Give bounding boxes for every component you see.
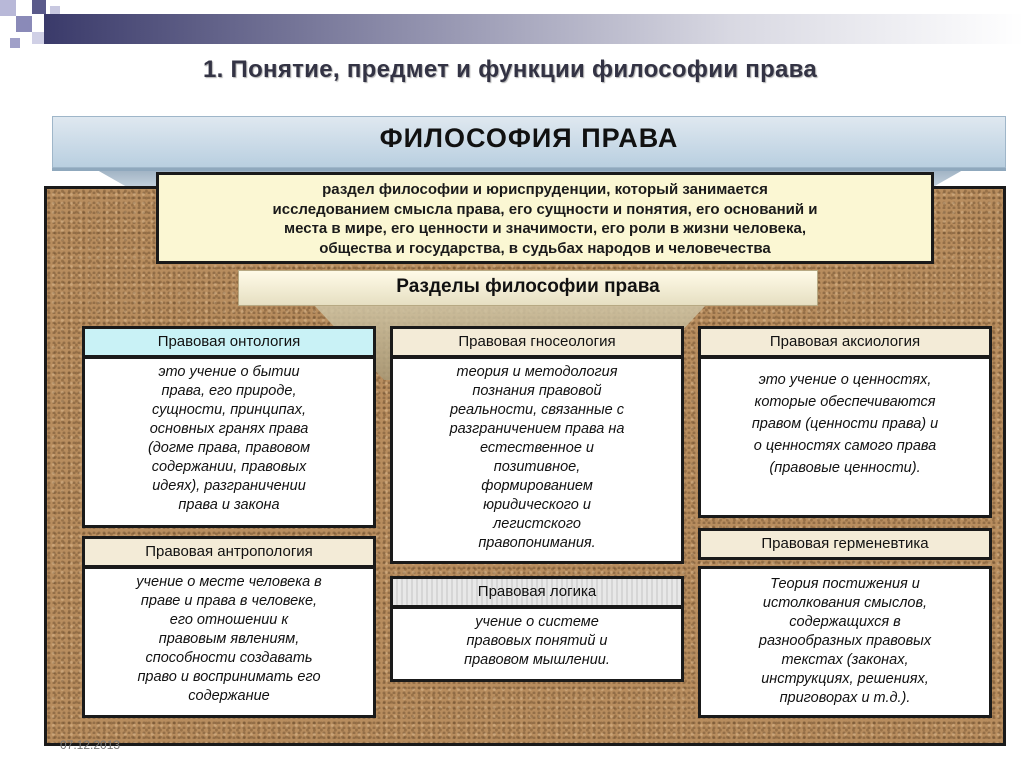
epistemology-text: теория и методология познания правовой р… [390,356,684,564]
text-line: право и воспринимать его [137,669,321,685]
text-line: (правовые ценности). [769,460,921,476]
epistemology-title: Правовая гносеология [390,326,684,358]
text-line: о ценностях самого права [753,438,937,454]
text-line: сущности, принципах, [152,402,306,418]
banner: ФИЛОСОФИЯ ПРАВА [52,116,1006,168]
text-line: его отношении к [169,612,289,628]
text-line: разнообразных правовых [758,633,932,649]
text-line: приговорах и т.д.). [779,690,911,706]
text-line: это учение о ценностях, [758,372,932,388]
slide-date: 07.12.2013 [60,738,121,752]
text-line: познания правовой [472,383,602,399]
anthropology-title: Правовая антропология [82,536,376,568]
text-line: учение о месте человека в [136,574,322,590]
text-line: (догме права, правовом [147,440,311,456]
definition-line: общества и государства, в судьбах народо… [319,239,771,257]
axiology-title: Правовая аксиология [698,326,992,358]
text-line: позитивное, [493,459,581,475]
text-line: формированием [481,478,593,494]
text-line: Теория постижения и [770,576,920,592]
text-line: правовых понятий и [466,633,608,649]
ontology-text: это учение о бытии права, его природе, с… [82,356,376,528]
text-line: способности создавать [145,650,313,666]
ontology-title: Правовая онтология [82,326,376,358]
text-line: разграничением права на [449,421,625,437]
sections-label: Разделы философии права [238,270,818,306]
text-line: истолкования смыслов, [762,595,928,611]
slide-title: 1. Понятие, предмет и функции философии … [202,56,818,83]
text-line: идеях), разграничении [152,478,306,494]
text-line: учение о системе [475,614,599,630]
logic-title: Правовая логика [390,576,684,608]
axiology-text: это учение о ценностях, которые обеспечи… [698,356,992,518]
banner-title: ФИЛОСОФИЯ ПРАВА [379,123,679,153]
text-line: правовом мышлении. [464,652,610,668]
corner-decoration [0,0,80,60]
text-line: правовым явлениям, [158,631,300,647]
text-line: праве и права в человеке, [140,593,318,609]
text-line: содержащихся в [789,614,901,630]
text-line: легистского [493,516,581,532]
text-line: юридического и [483,497,591,513]
text-line: которые обеспечиваются [754,394,936,410]
text-line: инструкциях, решениях, [761,671,929,687]
text-line: это учение о бытии [158,364,300,380]
definition-line: места в мире, его ценности и значимости,… [283,220,806,237]
text-line: права и закона [178,497,280,513]
text-line: естественное и [480,440,594,456]
text-line: основных гранях права [149,421,309,437]
text-line: теория и методология [456,364,618,380]
text-line: содержание [188,688,270,704]
header-bar [44,14,1024,44]
text-line: права, его природе, [161,383,297,399]
anthropology-text: учение о месте человека в праве и права … [82,566,376,718]
definition-line: исследованием смысла права, его сущности… [272,200,818,218]
text-line: текстах (законах, [781,652,909,668]
hermeneutics-title: Правовая герменевтика [698,528,992,560]
definition-line: раздел философии и юриспруденции, которы… [322,181,768,198]
text-line: правом (ценности права) и [751,416,939,432]
text-line: содержании, правовых [151,459,307,475]
hermeneutics-text: Теория постижения и истолкования смыслов… [698,566,992,718]
text-line: реальности, связанные с [449,402,625,418]
logic-text: учение о системе правовых понятий и прав… [390,606,684,682]
text-line: правопонимания. [478,535,596,551]
definition-box: раздел философии и юриспруденции, которы… [156,172,934,264]
